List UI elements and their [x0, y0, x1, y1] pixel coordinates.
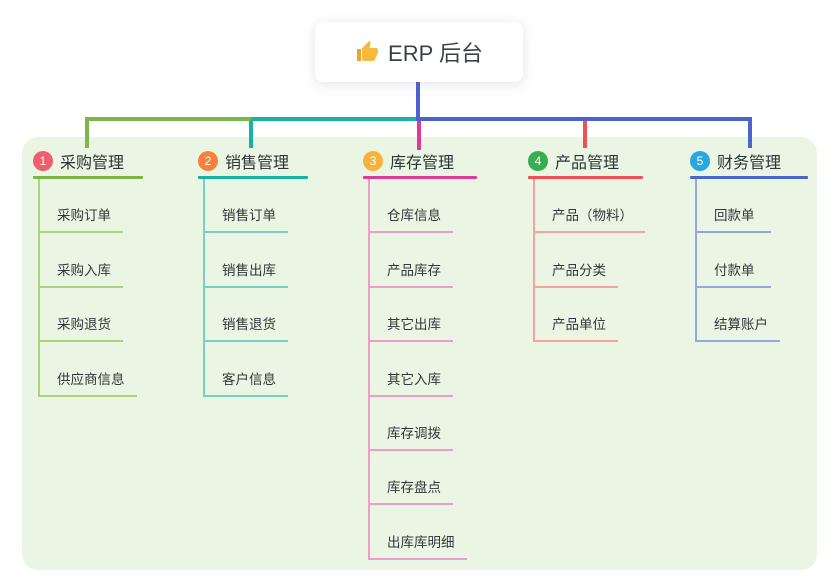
connector-drop-branch2 [249, 117, 253, 148]
branch-children: 仓库信息 产品库存 其它出库 其它入库 库存调拨 库存盘点 出库库明细 [368, 179, 477, 560]
branch-node-sales[interactable]: 2 销售管理 [198, 148, 308, 174]
child-node[interactable]: 付款单 [697, 233, 771, 288]
thumbs-up-icon [357, 41, 379, 61]
branch-badge: 4 [528, 151, 548, 171]
child-node[interactable]: 采购入库 [40, 233, 123, 288]
branch-label: 财务管理 [717, 155, 782, 172]
branch-inventory: 3 库存管理 仓库信息 产品库存 其它出库 其它入库 库存调拨 库存盘点 出库库… [363, 148, 477, 560]
child-node[interactable]: 出库库明细 [370, 505, 467, 560]
branch-sales: 2 销售管理 销售订单 销售出库 销售退货 客户信息 [198, 148, 308, 397]
child-node[interactable]: 结算账户 [697, 288, 780, 343]
connector-bus-green [85, 117, 253, 121]
child-node[interactable]: 采购退货 [40, 288, 123, 343]
connector-drop-branch3 [417, 117, 421, 150]
branch-children: 采购订单 采购入库 采购退货 供应商信息 [38, 179, 143, 397]
branch-label: 产品管理 [555, 155, 620, 172]
branch-label: 销售管理 [225, 155, 290, 172]
connector-bus-blue [416, 117, 752, 121]
branches-panel [22, 137, 817, 570]
child-node[interactable]: 仓库信息 [370, 179, 453, 234]
connector-drop-branch4 [583, 117, 587, 148]
branch-children: 回款单 付款单 结算账户 [695, 179, 808, 343]
child-node[interactable]: 客户信息 [205, 342, 288, 397]
child-node[interactable]: 库存盘点 [370, 451, 453, 506]
branch-underline [363, 176, 477, 179]
branch-finance: 5 财务管理 回款单 付款单 结算账户 [690, 148, 808, 343]
child-node[interactable]: 产品单位 [535, 288, 618, 343]
child-node[interactable]: 销售出库 [205, 233, 288, 288]
child-node[interactable]: 采购订单 [40, 179, 123, 234]
connector-drop-branch5 [748, 117, 752, 148]
branch-node-product[interactable]: 4 产品管理 [528, 148, 643, 174]
child-node[interactable]: 回款单 [697, 179, 771, 234]
branch-badge: 5 [690, 151, 710, 171]
child-node[interactable]: 产品库存 [370, 233, 453, 288]
child-node[interactable]: 其它出库 [370, 288, 453, 343]
branch-purchase: 1 采购管理 采购订单 采购入库 采购退货 供应商信息 [33, 148, 143, 397]
connector-drop-branch1 [85, 117, 89, 148]
connector-root-drop [416, 82, 420, 121]
child-node[interactable]: 供应商信息 [40, 342, 137, 397]
branch-badge: 2 [198, 151, 218, 171]
root-label: ERP 后台 [388, 41, 483, 66]
branch-children: 产品（物料） 产品分类 产品单位 [533, 179, 645, 343]
branch-node-finance[interactable]: 5 财务管理 [690, 148, 808, 174]
branch-children: 销售订单 销售出库 销售退货 客户信息 [203, 179, 308, 397]
branch-underline [690, 176, 808, 179]
branch-badge: 1 [33, 151, 53, 171]
branch-underline [198, 176, 308, 179]
child-node[interactable]: 产品（物料） [535, 179, 645, 234]
child-node[interactable]: 库存调拨 [370, 397, 453, 451]
branch-node-inventory[interactable]: 3 库存管理 [363, 148, 477, 174]
connector-bus-teal [251, 117, 418, 121]
branch-underline [33, 176, 143, 179]
branch-node-purchase[interactable]: 1 采购管理 [33, 148, 143, 174]
branch-label: 采购管理 [60, 155, 125, 172]
branch-label: 库存管理 [390, 155, 455, 172]
branch-badge: 3 [363, 151, 383, 171]
child-node[interactable]: 销售退货 [205, 288, 288, 343]
child-node[interactable]: 产品分类 [535, 233, 618, 288]
child-node[interactable]: 销售订单 [205, 179, 288, 234]
branch-underline [528, 176, 643, 179]
root-node[interactable]: ERP 后台 [315, 22, 523, 82]
branch-product: 4 产品管理 产品（物料） 产品分类 产品单位 [528, 148, 645, 343]
child-node[interactable]: 其它入库 [370, 342, 453, 397]
